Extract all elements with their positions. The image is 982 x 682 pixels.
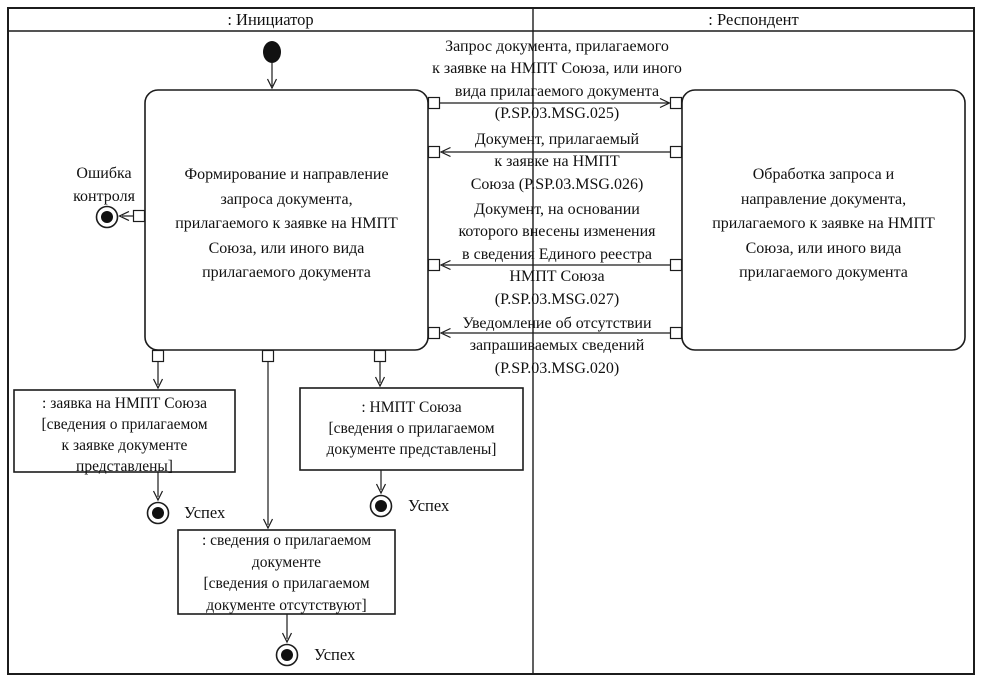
object-node-1-label: : заявка на НМПТ Союза [сведения о прила…	[41, 395, 208, 475]
object-node-2-box	[299, 387, 524, 471]
lane-header-respondent: : Респондент	[708, 10, 799, 29]
flow-object-1-to-success	[152, 472, 164, 502]
message-label-document: Документ, прилагаемый к заявке на НМПТ С…	[470, 131, 644, 193]
message-label-notification: Уведомление об отсутствии запрашиваемых …	[462, 315, 652, 377]
error-final-node	[95, 205, 119, 229]
activity-respondent-input-pins	[669, 96, 683, 340]
message-arrow-document	[439, 146, 670, 158]
object-node-3-box	[177, 529, 396, 615]
success-final-label-1: Успех	[184, 503, 226, 522]
message-arrow-change-document	[439, 259, 670, 271]
flow-to-object-3	[262, 362, 274, 530]
object-node-3-label: : сведения о прилагаемом документе [свед…	[201, 532, 372, 614]
flow-initial-to-activity	[266, 63, 278, 90]
activity-respondent-label: Обработка запроса и направление документ…	[712, 166, 935, 281]
success-final-label-2: Успех	[408, 496, 450, 515]
flow-object-2-to-success	[375, 470, 387, 495]
flow-object-3-to-success	[281, 614, 293, 644]
error-final-label: Ошибка контроля	[73, 165, 135, 205]
success-final-label-3: Успех	[314, 645, 356, 664]
message-label-request: Запрос документа, прилагаемого к заявке …	[432, 38, 682, 123]
message-label-change-document: Документ, на основании которого внесены …	[458, 201, 656, 308]
flow-to-object-2	[374, 362, 386, 388]
activity-initiator-label: Формирование и направление запроса докум…	[175, 166, 398, 281]
flow-to-error-final	[118, 210, 133, 222]
activity-respondent-box	[681, 89, 966, 351]
success-final-node-3	[275, 643, 299, 667]
lane-header-initiator: : Инициатор	[227, 10, 314, 29]
message-arrow-request	[440, 97, 671, 109]
flow-to-object-1	[152, 362, 164, 390]
message-arrow-notification	[439, 327, 670, 339]
initial-node	[263, 41, 281, 63]
object-node-1-box	[13, 389, 236, 473]
activity-initiator-output-pins	[132, 96, 441, 363]
success-final-node-2	[369, 494, 393, 518]
success-final-node-1	[146, 501, 170, 525]
object-node-2-label: : НМПТ Союза [сведения о прилагаемом док…	[326, 399, 497, 458]
